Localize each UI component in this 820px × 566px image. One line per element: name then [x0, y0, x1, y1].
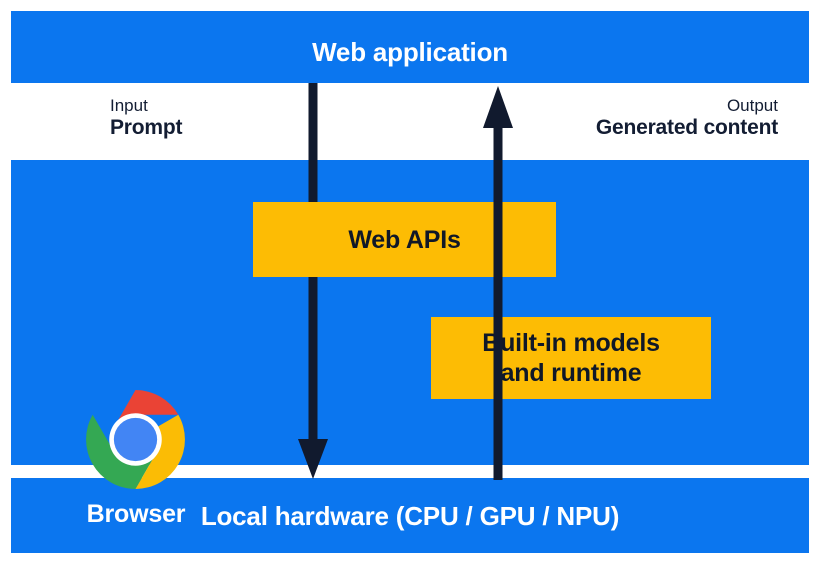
flow-output-kicker: Output: [726, 96, 778, 115]
web-application-label: Web application: [312, 37, 508, 67]
flow-input-kicker: Input: [110, 96, 148, 115]
flow-output-value: Generated content: [595, 116, 778, 140]
box-web-apis[interactable]: Web APIs: [253, 202, 556, 277]
flow-input-value: Prompt: [110, 116, 183, 140]
box-web-apis-label: Web APIs: [348, 225, 461, 254]
browser-label: Browser: [86, 500, 186, 528]
box-built-in-models[interactable]: Built-in models and runtime: [431, 317, 711, 399]
local-hardware-label: Local hardware (CPU / GPU / NPU): [200, 501, 620, 531]
box-built-in-models-line1: Built-in models: [482, 329, 660, 357]
flow-label-output: Output Generated content: [596, 96, 778, 141]
band-local-hardware: Local hardware (CPU / GPU / NPU): [11, 478, 809, 553]
flow-label-input: Input Prompt: [110, 96, 183, 141]
band-web-application: Web application: [11, 11, 809, 83]
chrome-logo-icon: [86, 390, 185, 489]
box-built-in-models-label: Built-in models and runtime: [482, 328, 660, 388]
box-built-in-models-line2: and runtime: [500, 359, 642, 387]
